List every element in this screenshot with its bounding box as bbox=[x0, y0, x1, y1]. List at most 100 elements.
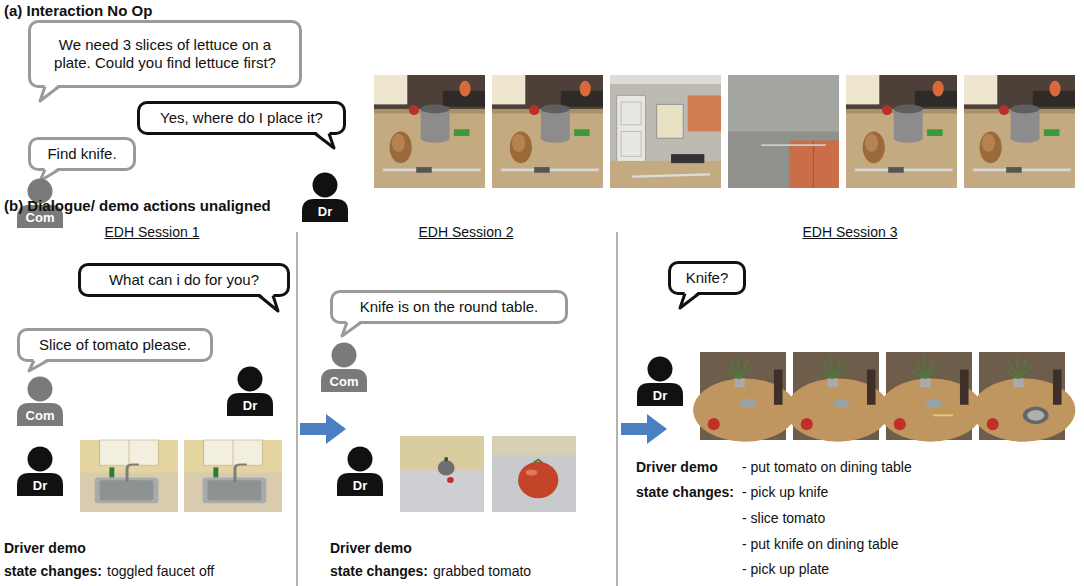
session-heading: EDH Session 1 bbox=[105, 224, 200, 241]
pot-rim bbox=[541, 104, 570, 113]
pot-rim bbox=[1011, 104, 1040, 113]
speech-bubble: Knife is on the round table. bbox=[330, 290, 568, 324]
demo-text: - pick up knife bbox=[742, 484, 828, 501]
speech-text: Find knife. bbox=[47, 145, 116, 163]
door-panel bbox=[621, 102, 641, 125]
demo-text: state changes: bbox=[4, 563, 102, 580]
knife-handle bbox=[1006, 167, 1022, 173]
chair bbox=[1053, 370, 1062, 405]
bottle bbox=[213, 467, 218, 477]
person-body bbox=[637, 383, 683, 406]
speech-text: Yes, where do I place it? bbox=[160, 109, 323, 127]
speech-bubble: What can i do for you? bbox=[78, 263, 290, 297]
person-head bbox=[238, 367, 263, 392]
tomato bbox=[518, 462, 558, 498]
door-panel bbox=[621, 132, 641, 157]
demo-text: Driver demo bbox=[330, 540, 412, 557]
wall bbox=[610, 75, 721, 188]
tail-outline bbox=[29, 361, 48, 372]
bubble-tail bbox=[243, 294, 283, 312]
cabinet bbox=[688, 95, 721, 131]
counter bbox=[400, 436, 484, 512]
screenshot bbox=[374, 75, 485, 188]
window bbox=[492, 75, 525, 104]
pot bbox=[541, 134, 570, 143]
faucet bbox=[127, 464, 139, 481]
chair bbox=[774, 370, 783, 405]
demo-text: Driver demo bbox=[636, 459, 718, 476]
tail-fill bbox=[29, 358, 48, 371]
bread bbox=[510, 132, 532, 164]
window bbox=[846, 75, 879, 104]
knife bbox=[933, 414, 953, 416]
screenshot bbox=[610, 75, 721, 188]
chair bbox=[867, 370, 876, 405]
window bbox=[204, 440, 263, 465]
speech-bubble: Knife? bbox=[668, 261, 746, 295]
plant-pot bbox=[827, 378, 837, 387]
wall bbox=[728, 75, 839, 188]
sponge bbox=[927, 129, 943, 136]
bread bbox=[863, 132, 885, 164]
person-icon: Dr bbox=[301, 172, 349, 222]
tail-outline bbox=[259, 296, 278, 312]
screenshot-content bbox=[492, 75, 603, 188]
counter bbox=[374, 75, 485, 188]
screenshot-content bbox=[400, 436, 484, 512]
screenshot bbox=[786, 352, 889, 442]
sponge bbox=[454, 129, 470, 136]
wall bbox=[184, 440, 282, 512]
screenshot bbox=[846, 75, 957, 188]
session-separator bbox=[617, 232, 618, 586]
screenshot-content bbox=[492, 436, 576, 512]
person-label: Com bbox=[320, 375, 368, 388]
person-head bbox=[332, 343, 357, 368]
screenshot bbox=[964, 75, 1075, 188]
bubble-tail bbox=[24, 359, 64, 372]
person-body bbox=[17, 403, 63, 426]
screenshot bbox=[492, 75, 603, 188]
speech-text: What can i do for you? bbox=[109, 271, 259, 289]
panel-heading: (a) Interaction No Op bbox=[4, 2, 152, 20]
window bbox=[100, 440, 159, 465]
knife-handle bbox=[416, 167, 432, 173]
counter bbox=[492, 75, 603, 188]
screenshot bbox=[184, 440, 282, 512]
knife-handle bbox=[534, 167, 550, 173]
bubble-tail bbox=[299, 132, 339, 149]
window bbox=[964, 75, 997, 104]
demo-text: - pick up plate bbox=[742, 561, 829, 578]
vegetable bbox=[580, 81, 591, 97]
plate bbox=[740, 399, 757, 408]
window bbox=[374, 75, 407, 104]
screenshot bbox=[693, 352, 796, 442]
plant-pot bbox=[734, 378, 744, 387]
window bbox=[657, 104, 684, 138]
sponge bbox=[1044, 129, 1060, 136]
demo-text: toggled faucet off bbox=[107, 563, 214, 580]
speech-bubble: Yes, where do I place it? bbox=[137, 101, 346, 135]
session-separator bbox=[297, 232, 298, 586]
wall bbox=[80, 440, 178, 512]
screenshot-content bbox=[786, 352, 889, 442]
door bbox=[617, 95, 646, 163]
person-label: Dr bbox=[336, 479, 384, 492]
speech-bubble: Slice of tomato please. bbox=[17, 328, 213, 362]
knife bbox=[632, 174, 710, 176]
tomato bbox=[894, 418, 906, 430]
screenshot-content bbox=[184, 440, 282, 512]
faucet bbox=[235, 464, 247, 481]
knife bbox=[761, 144, 825, 146]
person-label: Com bbox=[16, 409, 64, 422]
screenshot bbox=[972, 352, 1075, 442]
panel-heading: (b) Dialogue/ demo actions unaligned bbox=[4, 197, 271, 215]
tail-outline bbox=[40, 87, 59, 102]
bread bbox=[392, 134, 405, 152]
speech-text: Slice of tomato please. bbox=[39, 336, 191, 354]
knife-handle bbox=[888, 167, 904, 173]
person-body bbox=[17, 473, 63, 496]
counter bbox=[846, 75, 957, 188]
wall bbox=[492, 436, 576, 455]
tail-outline bbox=[342, 323, 361, 337]
cabinet-seam bbox=[813, 141, 814, 188]
